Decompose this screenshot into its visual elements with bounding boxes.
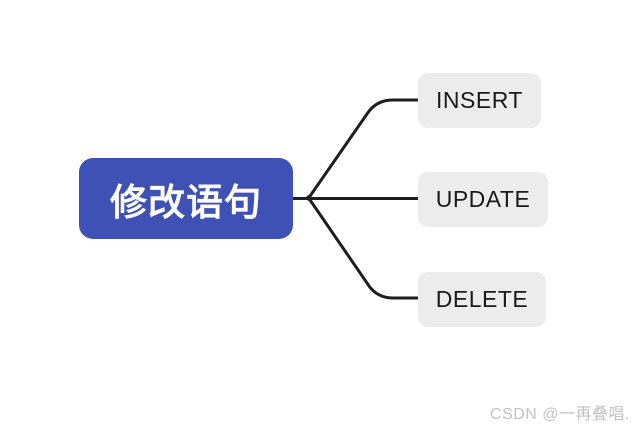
- child-node-insert: INSERT: [418, 73, 541, 128]
- child-node-insert-label: INSERT: [436, 87, 523, 113]
- connector-root-to-insert: [306, 98, 420, 201]
- connector-root-to-delete: [306, 195, 420, 300]
- root-node-label: 修改语句: [110, 181, 262, 223]
- child-node-update: UPDATE: [418, 172, 548, 227]
- child-node-delete: DELETE: [418, 272, 546, 327]
- watermark: CSDN @一再叠唱.: [490, 406, 630, 423]
- child-node-delete-label: DELETE: [435, 286, 529, 312]
- root-node: 修改语句: [79, 158, 293, 239]
- child-node-update-label: UPDATE: [435, 186, 531, 212]
